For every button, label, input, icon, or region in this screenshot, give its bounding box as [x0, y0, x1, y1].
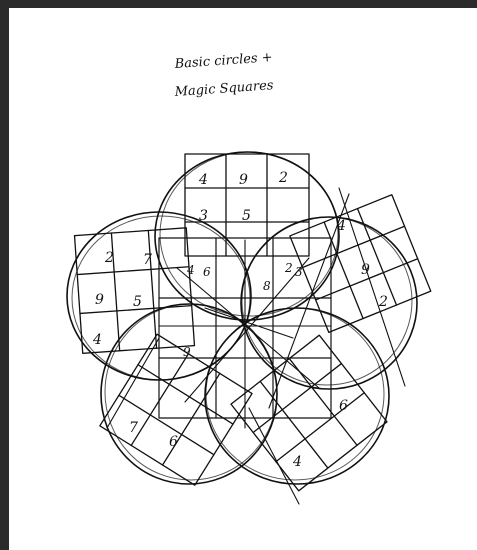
sketch-strokes: [107, 188, 405, 504]
num-c-6: 9: [183, 345, 191, 359]
num-bl-2: 6: [169, 434, 178, 450]
num-right-3: 2: [378, 294, 388, 310]
num-top-4: 3: [199, 208, 208, 224]
numbers-left: 2 7 9 5 4: [92, 250, 152, 348]
num-c-2: 6: [203, 265, 211, 279]
num-left-4: 5: [133, 294, 142, 310]
num-top-2: 9: [239, 172, 248, 188]
caption-line-2: Magic Squares: [173, 78, 274, 100]
num-top-1: 4: [198, 172, 208, 188]
numbers-center: 4 6 2 3 8 9: [183, 261, 303, 359]
magic-square-top-grid: [185, 154, 309, 256]
magic-square-bottom-left-grid: [100, 334, 252, 485]
num-right-2: 9: [361, 262, 370, 278]
viewer-top-bar: [0, 0, 477, 8]
sketch-page: Basic circles + Magic Squares: [9, 8, 477, 550]
num-left-2: 7: [143, 252, 152, 268]
num-bl-1: 7: [129, 420, 138, 436]
num-top-3: 2: [278, 170, 288, 186]
numbers-top: 4 9 2 3 5: [198, 170, 288, 224]
num-br-1: 4: [292, 454, 302, 470]
num-right-1: 4: [336, 218, 346, 234]
num-left-1: 2: [104, 250, 114, 266]
numbers-bottom-left: 7 6: [129, 420, 178, 450]
num-c-1: 4: [186, 263, 195, 277]
num-left-3: 9: [95, 292, 104, 308]
num-br-2: 6: [339, 398, 348, 414]
num-top-5: 5: [242, 208, 251, 224]
num-left-5: 4: [92, 332, 102, 348]
caption-line-1: Basic circles +: [173, 50, 273, 72]
num-c-5: 8: [263, 279, 271, 293]
sketch-drawing: Basic circles + Magic Squares: [9, 8, 477, 550]
num-c-4: 3: [295, 265, 303, 279]
circle-bottom-left: [101, 304, 277, 484]
num-c-3: 2: [284, 261, 293, 275]
